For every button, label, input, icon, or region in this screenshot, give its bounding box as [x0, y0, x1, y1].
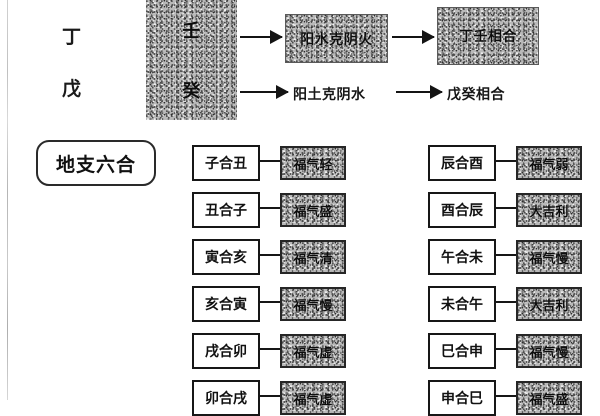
result-box-dingren-label: 丁壬相合: [459, 30, 517, 45]
pair-row: 未合午 大吉利: [428, 286, 588, 322]
pair-row: 子合丑 福气轻: [192, 145, 352, 181]
pair-key-label: 申合巳: [441, 392, 483, 407]
arrow-relation2-to-result: [396, 91, 442, 93]
pair-row: 辰合酉 福气弱: [428, 145, 588, 181]
pair-key-box: 寅合亥: [192, 239, 260, 275]
pair-connector-line: [494, 301, 516, 303]
pair-row: 戌合卯 福气虚: [192, 333, 352, 369]
arrow-relation-to-result: [392, 36, 434, 38]
pair-connector-line: [494, 395, 516, 397]
stem-label-ding: 丁: [62, 27, 82, 48]
pair-connector-line: [494, 207, 516, 209]
pair-value-box: 福气慢: [516, 334, 582, 368]
arrow-ren-to-relation: [240, 36, 282, 38]
pair-row: 酉合辰 大吉利: [428, 192, 588, 228]
pair-connector-line: [494, 254, 516, 256]
pair-connector-line: [258, 207, 280, 209]
scan-edge-line: [7, 0, 8, 400]
pair-row: 巳合申 福气慢: [428, 333, 588, 369]
pair-value-label: 福气弱: [529, 156, 569, 172]
pair-value-label: 福气慢: [293, 297, 333, 313]
pair-row: 申合巳 福气盛: [428, 380, 588, 416]
pair-key-label: 子合丑: [205, 157, 247, 172]
pair-row: 亥合寅 福气慢: [192, 286, 352, 322]
stem-cell-ren-label: 壬: [182, 21, 201, 41]
pair-value-label: 福气盛: [293, 203, 333, 219]
pair-value-box: 福气盛: [280, 193, 346, 227]
pair-value-box: 福气慢: [280, 287, 346, 321]
pair-key-label: 卯合戌: [205, 392, 247, 407]
pair-key-label: 寅合亥: [205, 251, 247, 266]
relation-box-water-fire-label: 阳水克阴火: [300, 32, 373, 48]
pair-key-label: 午合未: [441, 251, 483, 266]
relation-text-earth-overcomes-water: 阳土克阴水: [293, 88, 366, 103]
pair-value-box: 大吉利: [516, 287, 582, 321]
pair-value-box: 大吉利: [516, 193, 582, 227]
pair-key-label: 未合午: [441, 298, 483, 313]
pair-connector-line: [494, 348, 516, 350]
pair-connector-line: [258, 348, 280, 350]
pair-value-label: 福气慢: [529, 250, 569, 266]
pair-connector-line: [258, 301, 280, 303]
pair-key-box: 丑合子: [192, 192, 260, 228]
pair-key-box: 辰合酉: [428, 145, 496, 181]
pair-value-label: 福气清: [293, 250, 333, 266]
pair-key-box: 未合午: [428, 286, 496, 322]
pair-key-label: 戌合卯: [205, 345, 247, 360]
pair-value-label: 福气虚: [293, 344, 333, 360]
pair-key-box: 酉合辰: [428, 192, 496, 228]
pair-value-label: 福气盛: [529, 391, 569, 407]
pair-value-label: 大吉利: [529, 297, 569, 313]
pair-row: 寅合亥 福气清: [192, 239, 352, 275]
pair-connector-line: [258, 160, 280, 162]
pair-key-label: 丑合子: [205, 204, 247, 219]
pair-key-label: 亥合寅: [205, 298, 247, 313]
pair-key-box: 子合丑: [192, 145, 260, 181]
pair-key-box: 申合巳: [428, 380, 496, 416]
pair-row: 卯合戌 福气虚: [192, 380, 352, 416]
pair-value-box: 福气弱: [516, 146, 582, 180]
result-text-wu-gui-union: 戊癸相合: [447, 88, 505, 103]
pair-value-label: 福气轻: [293, 156, 333, 172]
pair-connector-line: [494, 160, 516, 162]
pair-connector-line: [258, 395, 280, 397]
pair-value-box: 福气虚: [280, 334, 346, 368]
pair-value-box: 福气慢: [516, 240, 582, 274]
section-label-text: 地支六合: [55, 154, 136, 176]
stem-cell-gui: 癸: [146, 60, 237, 120]
relation-box-water-overcomes-fire: 阳水克阴火: [285, 14, 388, 63]
result-box-ding-ren-union: 丁壬相合: [437, 7, 539, 65]
pair-row: 丑合子 福气盛: [192, 192, 352, 228]
pair-value-label: 福气虚: [293, 391, 333, 407]
stem-cell-gui-label: 癸: [182, 81, 201, 101]
pair-key-box: 戌合卯: [192, 333, 260, 369]
pair-value-box: 福气轻: [280, 146, 346, 180]
pair-key-label: 巳合申: [441, 345, 483, 360]
pair-key-box: 午合未: [428, 239, 496, 275]
pair-value-box: 福气虚: [280, 381, 346, 415]
stem-label-wu: 戊: [62, 79, 82, 100]
arrow-gui-to-relation: [240, 91, 288, 93]
pair-key-box: 巳合申: [428, 333, 496, 369]
pair-key-label: 酉合辰: [441, 204, 483, 219]
pair-value-label: 福气慢: [529, 344, 569, 360]
pair-value-box: 福气清: [280, 240, 346, 274]
stem-cell-ren: 壬: [146, 0, 237, 60]
pair-value-label: 大吉利: [529, 203, 569, 219]
pair-value-box: 福气盛: [516, 381, 582, 415]
pair-row: 午合未 福气慢: [428, 239, 588, 275]
five-elements-diagram: 丁 戊 壬 癸 阳水克阴火 丁壬相合 阳土克阴水 戊癸相合: [0, 0, 600, 125]
pair-key-box: 卯合戌: [192, 380, 260, 416]
pair-connector-line: [258, 254, 280, 256]
pair-key-box: 亥合寅: [192, 286, 260, 322]
section-label-dizhi-liuhe: 地支六合: [36, 140, 156, 186]
pair-key-label: 辰合酉: [441, 157, 483, 172]
